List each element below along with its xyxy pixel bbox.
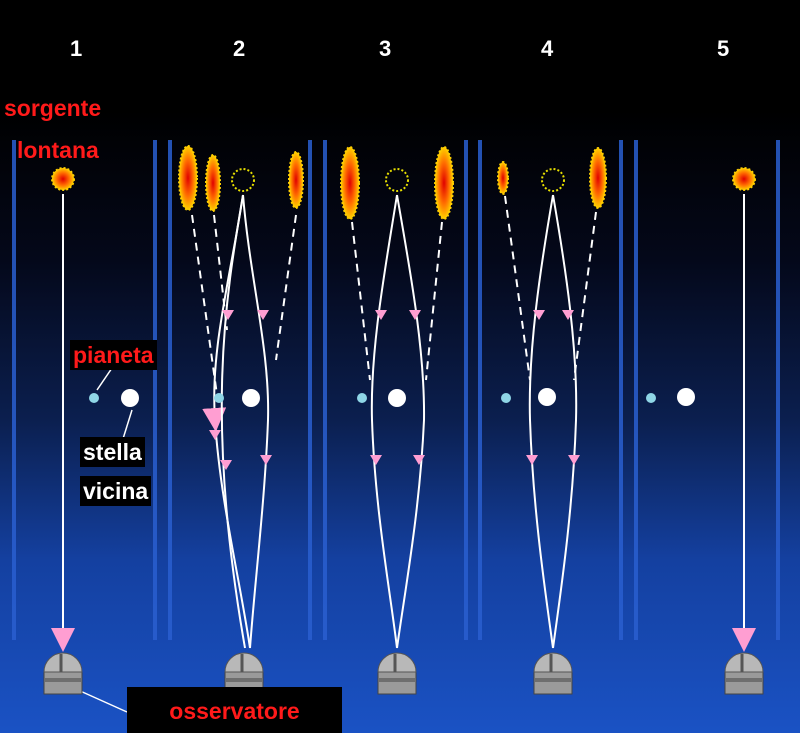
source-ring-4 xyxy=(541,168,565,192)
panel-3 xyxy=(340,146,454,649)
planet-label: pianeta xyxy=(70,340,157,370)
planet-dot-1 xyxy=(89,393,99,403)
panel-2 xyxy=(178,145,304,649)
panel-5 xyxy=(646,167,756,652)
panel-number-2: 2 xyxy=(233,36,246,61)
source-ring-3 xyxy=(385,168,409,192)
observatories xyxy=(43,652,764,695)
lens-star-5 xyxy=(677,388,695,406)
panel-4 xyxy=(497,147,607,649)
lens-star-4 xyxy=(538,388,556,406)
observatory-3 xyxy=(377,652,417,695)
panel-number-1: 1 xyxy=(70,36,83,61)
near-star-label-line1: stella xyxy=(80,437,145,467)
lens-star-2 xyxy=(242,389,260,407)
observer-pointer xyxy=(77,689,128,713)
image-4b xyxy=(589,147,607,209)
panel-number-4: 4 xyxy=(541,36,554,61)
panel-1 xyxy=(51,167,139,652)
planet-dot-2 xyxy=(214,393,224,403)
image-4a xyxy=(497,161,509,195)
observatory-4 xyxy=(533,652,573,695)
lens-star-1 xyxy=(121,389,139,407)
planet-dot-4 xyxy=(501,393,511,403)
source-label-line2: lontana xyxy=(17,137,99,163)
planet-dot-5 xyxy=(646,393,656,403)
star-pointer xyxy=(121,409,133,443)
observatory-1 xyxy=(43,652,83,695)
planet-pointer xyxy=(96,367,113,391)
source-star-5 xyxy=(732,167,756,191)
planet-dot-3 xyxy=(357,393,367,403)
image-2a xyxy=(178,145,198,211)
panel-number-5: 5 xyxy=(717,36,730,61)
near-star-label-line2: vicina xyxy=(80,476,152,506)
source-ring-2 xyxy=(231,168,255,192)
image-3a xyxy=(340,146,360,220)
image-2c xyxy=(288,151,304,209)
source-star-1 xyxy=(51,167,75,191)
observer-label-box xyxy=(127,687,342,733)
observatory-5 xyxy=(724,652,764,695)
column-dividers xyxy=(12,140,780,640)
image-3b xyxy=(434,146,454,220)
source-label-line1: sorgente xyxy=(4,95,102,121)
observer-label: osservatore xyxy=(169,698,300,724)
panel-number-3: 3 xyxy=(379,36,392,61)
lens-star-3 xyxy=(388,389,406,407)
image-2b xyxy=(205,154,221,212)
